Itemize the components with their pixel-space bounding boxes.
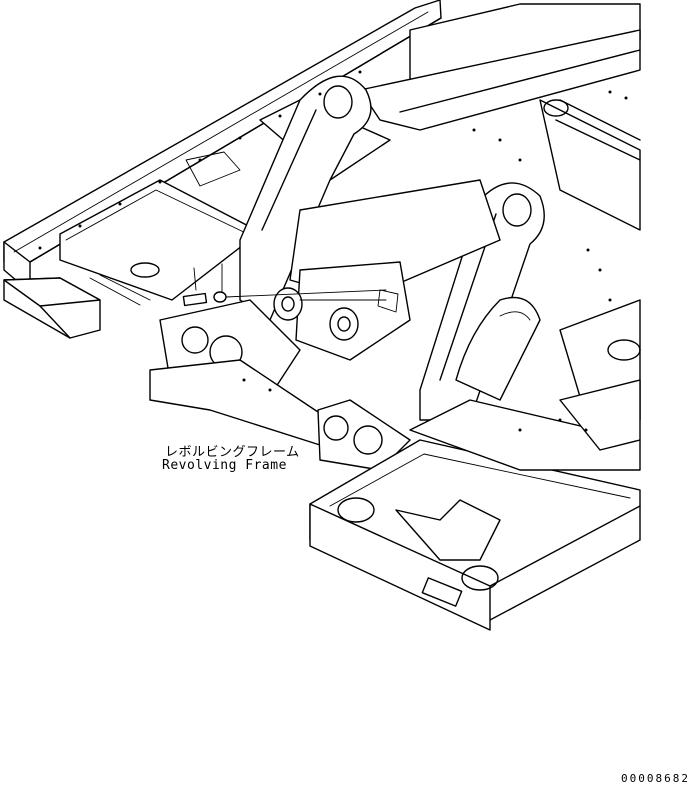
revolving-frame-label-japanese: レボルビングフレーム	[165, 445, 300, 460]
floor-plate	[59, 151, 261, 306]
revolving-frame-label: Revolving Frame	[162, 458, 287, 473]
boom-bracket-left	[239, 75, 372, 321]
drawing-number: 00008682	[621, 772, 690, 785]
boom-bracket-right	[419, 182, 545, 421]
center-body	[149, 179, 501, 471]
lower-frame	[309, 399, 641, 631]
bolt-holes	[38, 70, 628, 432]
pin-retainer-assembly	[182, 263, 399, 341]
right-structure	[559, 299, 641, 451]
left-deck	[3, 0, 442, 339]
